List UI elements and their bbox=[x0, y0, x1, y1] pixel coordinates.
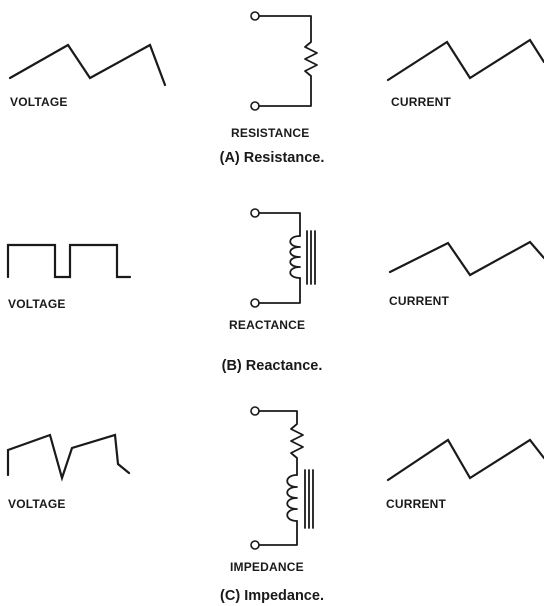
terminal-top bbox=[250, 406, 260, 416]
voltage-label: VOLTAGE bbox=[8, 297, 66, 311]
panel-reactance bbox=[6, 208, 544, 308]
current-waveform-sawtooth bbox=[386, 38, 544, 82]
resistor-circuit bbox=[250, 11, 318, 111]
current-label: CURRENT bbox=[391, 95, 452, 109]
current-waveform-sawtooth bbox=[388, 240, 544, 277]
terminal-top bbox=[250, 11, 260, 21]
inductor-coil bbox=[286, 474, 298, 522]
component-label: REACTANCE bbox=[229, 318, 306, 332]
wire-top bbox=[258, 212, 301, 237]
wire-bottom bbox=[258, 277, 301, 304]
current-label: CURRENT bbox=[386, 497, 447, 511]
voltage-label: VOLTAGE bbox=[10, 95, 68, 109]
wire-bottom bbox=[258, 520, 298, 546]
current-label: CURRENT bbox=[389, 294, 450, 308]
voltage-waveform-distorted bbox=[6, 433, 131, 482]
terminal-top bbox=[250, 208, 260, 218]
inductor-core bbox=[306, 230, 316, 285]
voltage-waveform-sawtooth bbox=[8, 43, 167, 87]
panel-caption: (B) Reactance. bbox=[221, 358, 323, 374]
impedance-circuit bbox=[250, 406, 314, 550]
resistor-symbol bbox=[258, 410, 304, 476]
inductor-coil bbox=[289, 235, 301, 279]
panel-resistance bbox=[8, 11, 544, 111]
terminal-bottom bbox=[250, 540, 260, 550]
inductor-core bbox=[304, 469, 314, 529]
terminal-bottom bbox=[250, 101, 260, 111]
component-label: RESISTANCE bbox=[231, 126, 310, 140]
panel-impedance bbox=[6, 406, 544, 550]
resistor-symbol bbox=[258, 15, 318, 107]
panel-caption: (A) Resistance. bbox=[219, 150, 325, 166]
component-label: IMPEDANCE bbox=[230, 560, 304, 574]
voltage-label: VOLTAGE bbox=[8, 497, 66, 511]
panel-caption: (C) Impedance. bbox=[220, 588, 324, 604]
voltage-waveform-square bbox=[6, 243, 132, 279]
current-waveform-sawtooth bbox=[386, 438, 544, 482]
inductor-circuit bbox=[250, 208, 316, 308]
terminal-bottom bbox=[250, 298, 260, 308]
